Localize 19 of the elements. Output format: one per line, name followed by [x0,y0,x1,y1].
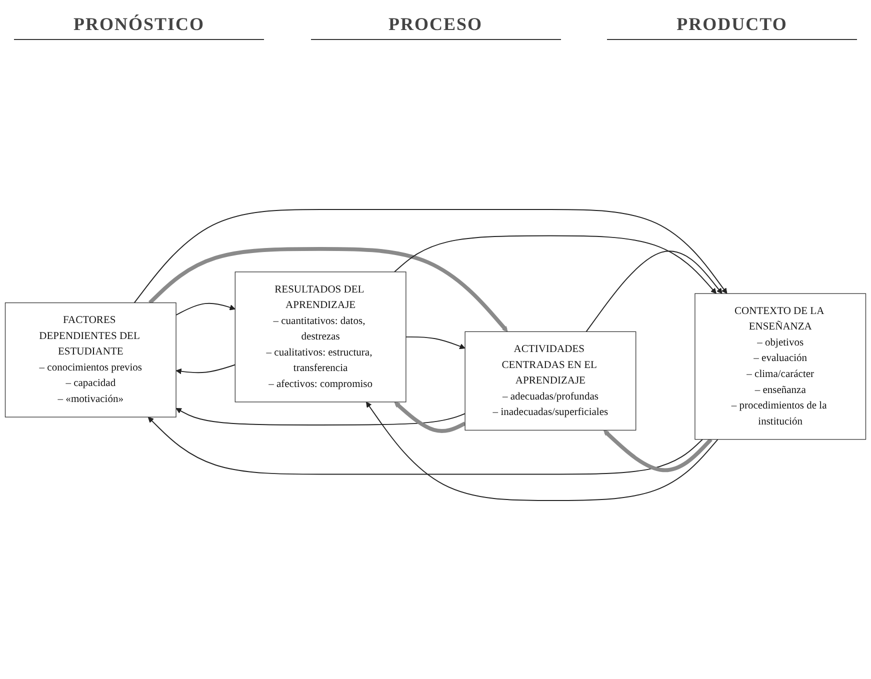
column-heading: PRONÓSTICO [14,14,264,40]
arrow [176,364,236,374]
node-box: CONTEXTO DE LA ENSEÑANZA – objetivos – evaluación – clima/carácter – enseñanza – procedimientos de la institución [694,293,866,440]
arrow [394,402,466,433]
node-box: RESULTADOS DEL APRENDIZAJE – cuantitativos: datos, destrezas – cualitativos: estructura, transferencia – afectivos: compromiso [234,272,406,402]
arrow [603,430,712,472]
node-box: FACTORES DEPENDIENTES DEL ESTUDIANTE – conocimientos previos – capacidad – «motivación» [4,302,176,418]
arrow [176,408,466,426]
arrow [405,336,466,350]
arrow [148,246,508,332]
column-heading: PROCESO [310,14,560,40]
arrow [586,250,722,332]
arrow [148,416,704,475]
arrow [176,302,236,316]
column-heading: PRODUCTO [607,14,857,40]
arrow [394,235,716,294]
node-box: ACTIVIDADES CENTRADAS EN EL APRENDIZAJE – adecuadas/profundas – inadecuadas/superficiales [464,331,636,431]
arrow [366,402,718,501]
arrow [134,209,728,304]
